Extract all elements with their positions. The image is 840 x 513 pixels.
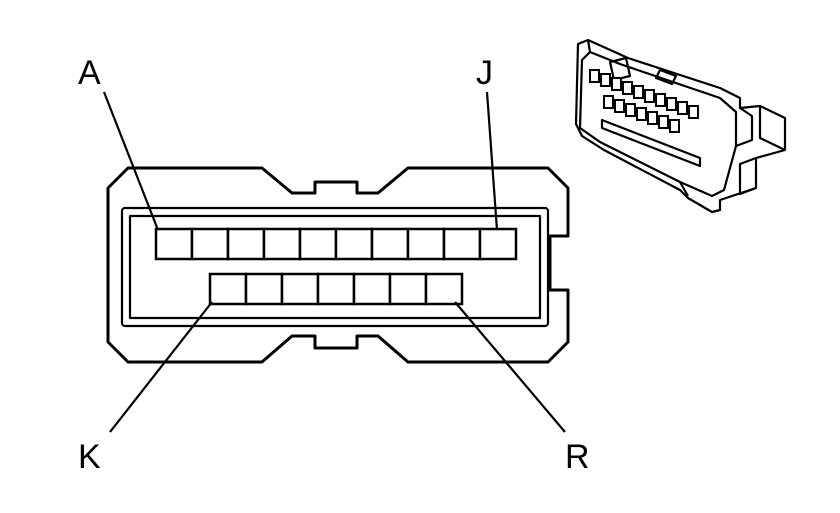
- leader-j: [485, 91, 499, 231]
- inner-frame-inner: [128, 214, 542, 320]
- cavity-b: [190, 227, 230, 261]
- cavity-p: [352, 272, 392, 306]
- connector-housing-outline: [106, 166, 570, 364]
- leader-k: [109, 301, 213, 433]
- leader-r: [454, 301, 566, 433]
- cavity-n: [316, 272, 356, 306]
- cavity-k: [208, 272, 248, 306]
- cavity-g: [370, 227, 410, 261]
- label-j: J: [476, 54, 493, 92]
- cavity-l: [244, 272, 284, 306]
- label-a: A: [78, 54, 101, 92]
- cavity-f: [334, 227, 374, 261]
- cavity-h: [406, 227, 446, 261]
- label-r: R: [565, 438, 590, 476]
- cavity-i: [442, 227, 482, 261]
- connector-isometric-view: [574, 38, 787, 214]
- leader-a: [102, 91, 160, 231]
- cavity-a: [154, 227, 194, 261]
- cavity-m: [280, 272, 320, 306]
- label-k: K: [78, 438, 101, 476]
- cavity-q: [388, 272, 428, 306]
- cavity-j: [478, 227, 518, 261]
- cavity-e: [298, 227, 338, 261]
- bottom-cavity-row: [208, 272, 464, 306]
- cavity-d: [262, 227, 302, 261]
- inner-frame-outer: [120, 206, 550, 328]
- cavity-r: [424, 272, 464, 306]
- top-cavity-row: [154, 227, 518, 261]
- cavity-c: [226, 227, 266, 261]
